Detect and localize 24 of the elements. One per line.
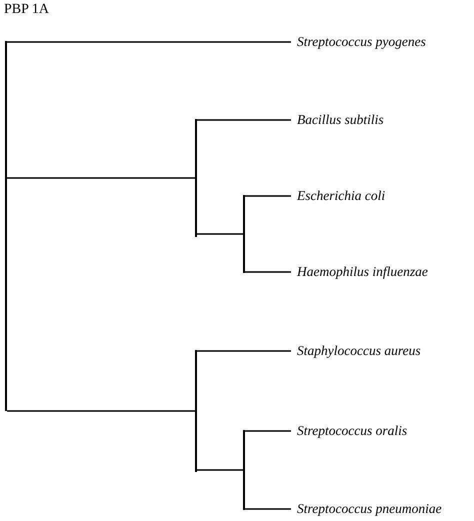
tree-node-line (195, 119, 197, 237)
tree-node-line (243, 430, 245, 510)
tree-branch-line (7, 41, 291, 43)
species-name: Streptococcus pyogenes (291, 34, 426, 50)
tree-branch-line (197, 469, 243, 471)
species-name: Streptococcus oralis (291, 423, 408, 439)
species-name: Haemophilus influenzae (291, 264, 428, 280)
tree-node-line (5, 41, 7, 411)
tree-branch-line (197, 233, 243, 235)
tree-branch-line (197, 119, 291, 121)
tree-branch-line (7, 410, 195, 412)
species-name: Bacillus subtilis (291, 112, 384, 128)
tree-branch-line (245, 508, 291, 510)
tree-branch-line (245, 195, 291, 197)
tree-node-line (195, 350, 197, 472)
tree-branch-line (197, 350, 291, 352)
species-name: Escherichia coli (291, 188, 386, 204)
diagram-title: PBP 1A (4, 2, 50, 18)
tree-branch-line (245, 271, 291, 273)
species-name: Staphylococcus aureus (291, 343, 421, 359)
species-name: Streptococcus pneumoniae (291, 501, 442, 517)
tree-branch-line (245, 430, 291, 432)
tree-node-line (243, 195, 245, 273)
tree-branch-line (7, 177, 195, 179)
